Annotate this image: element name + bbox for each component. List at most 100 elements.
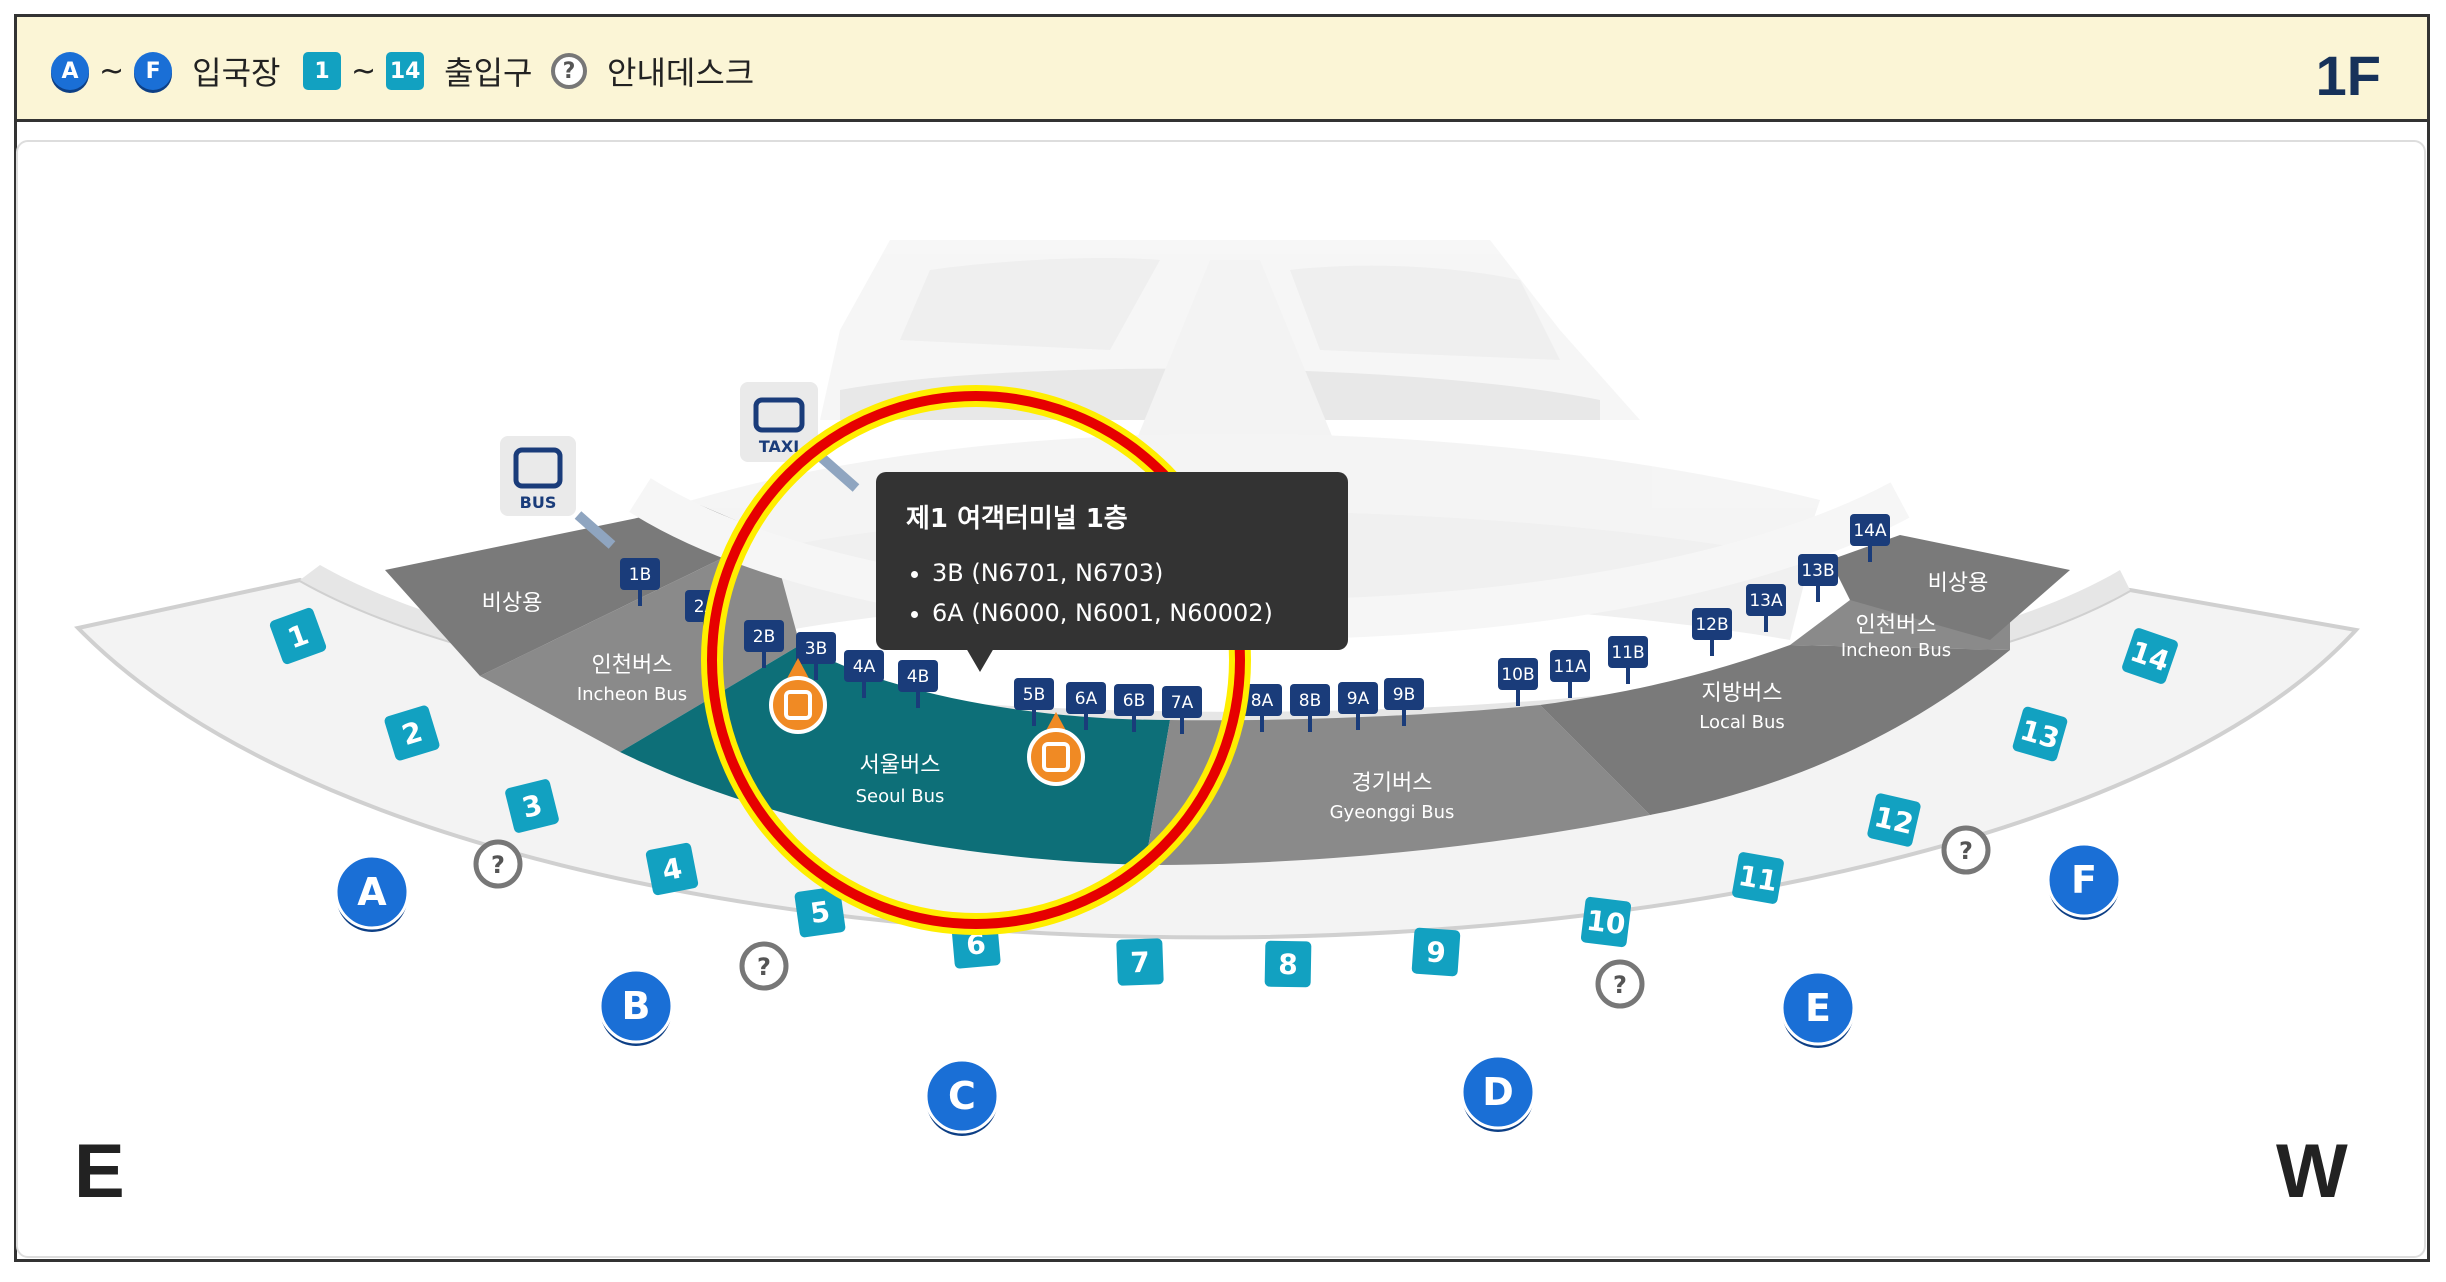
bus-stop-sign[interactable]: 4B: [898, 660, 938, 708]
bus-stop-sign[interactable]: 4A: [844, 650, 884, 698]
bus-stop-sign[interactable]: 13A: [1746, 584, 1786, 632]
tooltip-item: 6A (N6000, N6001, N60002): [932, 593, 1318, 633]
bus-stop-sign[interactable]: 5B: [1014, 678, 1054, 726]
bus-stop-sign[interactable]: 6A: [1066, 682, 1106, 730]
help-desk-icon[interactable]: ?: [473, 839, 523, 889]
highlight-circle-inner: [707, 391, 1245, 929]
bus-stop-sign[interactable]: 6B: [1114, 684, 1154, 732]
bus-stop-label: 13A: [1749, 591, 1783, 611]
tooltip-list: 3B (N6701, N6703) 6A (N6000, N6001, N600…: [906, 553, 1318, 633]
gate-label: C: [948, 1074, 976, 1118]
bus-stop-sign[interactable]: 9B: [1384, 678, 1424, 726]
bus-stop-sign[interactable]: 9A: [1338, 682, 1378, 730]
bus-stop-label: 1B: [629, 565, 651, 585]
gate-marker[interactable]: A: [334, 854, 410, 932]
help-desk-symbol: ?: [757, 953, 771, 981]
exit-marker[interactable]: 4: [645, 842, 699, 896]
bus-stop-label: 9B: [1393, 685, 1415, 705]
zone-gyeonggi: [1145, 705, 1650, 865]
gate-marker[interactable]: B: [598, 968, 674, 1046]
legend-help: ? 안내데스크: [551, 17, 754, 125]
help-desk-symbol: ?: [1959, 837, 1973, 865]
gate-marker[interactable]: C: [924, 1058, 1000, 1136]
exit-marker[interactable]: 2: [383, 704, 440, 761]
gate-marker[interactable]: D: [1460, 1054, 1536, 1132]
compass-east: E: [74, 1129, 125, 1214]
exit-marker[interactable]: 10: [1580, 896, 1632, 948]
help-desks: ????: [473, 825, 1991, 1009]
taxi-arrow-icon: [818, 454, 860, 492]
legend-gate-end-icon: F: [134, 52, 173, 90]
bus-stop-sign[interactable]: 14A: [1850, 514, 1890, 562]
bus-stop-sign[interactable]: 3B: [796, 632, 836, 680]
bus-marker-icon[interactable]: [769, 658, 827, 734]
zone-emergency-right: [1830, 535, 2070, 640]
bus-stop-label: 5B: [1023, 685, 1045, 705]
exit-marker[interactable]: 8: [1264, 940, 1312, 988]
zone-local-sublabel: Local Bus: [1699, 712, 1785, 733]
tooltip-item: 3B (N6701, N6703): [932, 553, 1318, 593]
bus-arrow-icon: [574, 511, 616, 549]
zone-incheon-right-label: 인천버스: [1856, 613, 1937, 638]
exit-label: 10: [1585, 904, 1628, 942]
bus-stop-label: 11A: [1553, 657, 1587, 677]
bus-stop-label: 2B: [753, 627, 775, 647]
taxi-icon: TAXI: [740, 382, 818, 462]
legend-help-icon: ?: [551, 53, 587, 89]
help-desk-icon[interactable]: ?: [739, 941, 789, 991]
bus-stop-sign[interactable]: 1B: [620, 558, 660, 606]
bus-marker-icon[interactable]: [1027, 712, 1085, 786]
bus-stop-label: 11B: [1611, 643, 1644, 663]
help-desk-icon[interactable]: ?: [1941, 825, 1991, 875]
gate-label: E: [1805, 986, 1831, 1030]
exit-marker[interactable]: 9: [1411, 927, 1461, 977]
legend-exit-end-icon: 14: [386, 52, 425, 90]
gate-label: F: [2071, 858, 2097, 902]
bus-stop-sign[interactable]: 2B: [744, 620, 784, 668]
bus-stop-label: 8B: [1299, 691, 1321, 711]
gate-label: A: [357, 870, 387, 914]
bus-stop-sign[interactable]: 11B: [1608, 636, 1648, 684]
exit-label: 11: [1736, 859, 1780, 898]
zone-seoul-sublabel: Seoul Bus: [856, 786, 945, 807]
bus-stop-sign[interactable]: 7A: [1162, 686, 1202, 734]
exit-marker[interactable]: 11: [1731, 851, 1784, 904]
exit-marker[interactable]: 12: [1866, 792, 1921, 847]
exit-marker[interactable]: 7: [1116, 938, 1164, 986]
exit-marker[interactable]: 1: [269, 607, 328, 666]
gate-marker[interactable]: E: [1780, 970, 1856, 1048]
tooltip-title: 제1 여객터미널 1층: [906, 504, 1128, 534]
bus-icon: BUS: [500, 436, 576, 516]
floor-indicator: 1F: [2315, 44, 2381, 107]
legend-help-label: 안내데스크: [607, 54, 755, 92]
bus-stop-label: 13B: [1801, 561, 1834, 581]
bus-stop-sign[interactable]: 12B: [1692, 608, 1732, 656]
bus-stop-label: 12B: [1695, 615, 1728, 635]
zone-local: [1540, 645, 2010, 815]
exit-marker[interactable]: 3: [504, 778, 560, 834]
bus-stop-sign[interactable]: 10B: [1498, 658, 1538, 706]
legend-exits: 1 ~ 14 출입구: [303, 17, 532, 125]
exit-marker[interactable]: 13: [2012, 706, 2069, 763]
legend-gates: A ~ F 입국장: [51, 17, 280, 125]
gate-marker[interactable]: F: [2046, 842, 2122, 920]
legend-gate-label: 입국장: [192, 54, 281, 92]
compass-west: W: [2276, 1129, 2348, 1214]
zone-seoul-label: 서울버스: [860, 753, 941, 778]
bus-stop-label: 8A: [1251, 691, 1274, 711]
bus-stop-sign[interactable]: 13B: [1798, 554, 1838, 602]
zone-incheon-left-label: 인천버스: [592, 653, 673, 678]
legend-gate-start-icon: A: [51, 52, 89, 90]
zone-seoul: [620, 645, 1170, 865]
help-desk-icon[interactable]: ?: [1595, 959, 1645, 1009]
legend-exit-start-icon: 1: [303, 52, 341, 90]
bus-stop-sign[interactable]: 8A: [1242, 684, 1282, 732]
exit-marker[interactable]: 5: [794, 886, 846, 938]
exit-marker[interactable]: 14: [2121, 627, 2179, 685]
exit-label: 7: [1130, 946, 1151, 980]
bus-stop-sign[interactable]: 8B: [1290, 684, 1330, 732]
taxi-icon-label: TAXI: [759, 437, 799, 456]
bus-stop-sign[interactable]: 11A: [1550, 650, 1590, 698]
